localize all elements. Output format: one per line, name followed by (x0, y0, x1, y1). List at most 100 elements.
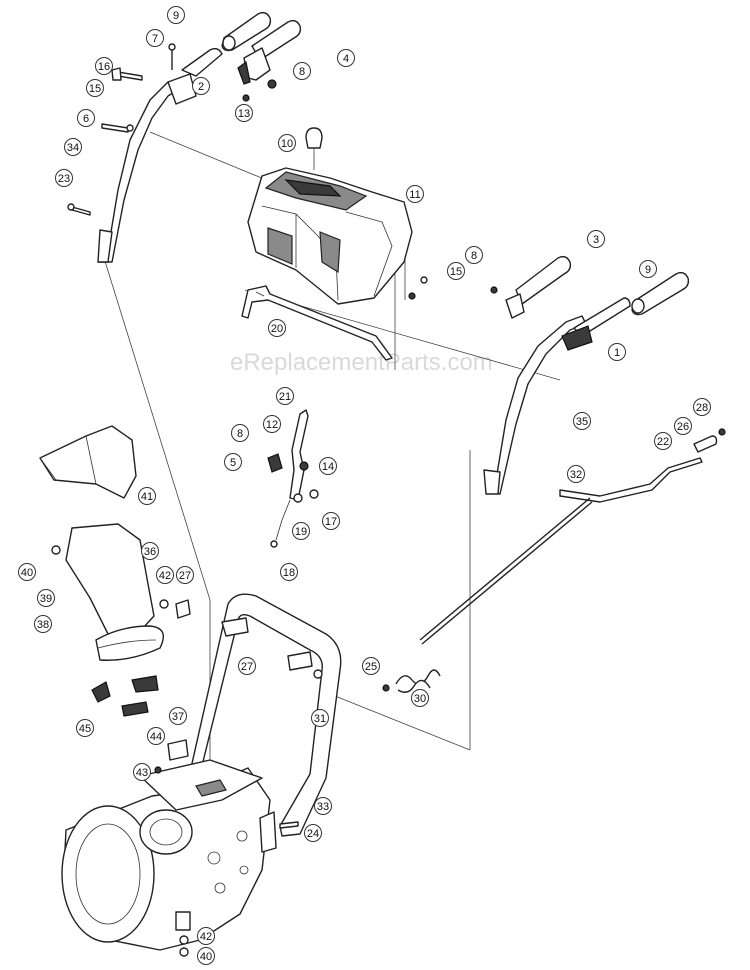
callout-8: 8 (231, 424, 249, 442)
callout-label: 2 (198, 81, 204, 93)
callout-label: 35 (576, 416, 588, 428)
callout-25: 25 (362, 657, 380, 675)
callout-circle (406, 185, 424, 203)
callout-18: 18 (280, 563, 298, 581)
callout-label: 27 (179, 570, 191, 582)
callout-label: 32 (570, 469, 582, 481)
callout-23: 23 (55, 169, 73, 187)
callout-circle (169, 707, 187, 725)
callout-circle (37, 589, 55, 607)
callout-circle (138, 487, 156, 505)
callout-6: 6 (77, 109, 95, 127)
callout-circle (76, 719, 94, 737)
frame-and-housing (61, 593, 342, 957)
callout-circle (268, 319, 286, 337)
callout-9: 9 (167, 6, 185, 24)
callout-34: 34 (64, 138, 82, 156)
callout-40: 40 (18, 563, 36, 581)
watermark-text: eReplacementParts.com (230, 349, 493, 376)
callout-8: 8 (465, 246, 483, 264)
callout-circle (314, 797, 332, 815)
shift-rod (241, 285, 393, 361)
callout-circle (587, 230, 605, 248)
callout-label: 4 (343, 53, 349, 65)
callout-19: 19 (292, 522, 310, 540)
callout-label: 3 (593, 234, 599, 246)
callout-label: 9 (645, 264, 651, 276)
callout-label: 42 (159, 570, 171, 582)
callout-circle (276, 387, 294, 405)
callout-39: 39 (37, 589, 55, 607)
callout-label: 43 (136, 767, 148, 779)
callout-4: 4 (337, 49, 355, 67)
callout-label: 41 (141, 491, 153, 503)
callout-label: 26 (677, 421, 689, 433)
callout-circle (608, 343, 626, 361)
callout-circle (573, 412, 591, 430)
callout-13: 13 (235, 104, 253, 122)
callout-label: 22 (657, 436, 669, 448)
callout-label: 19 (295, 526, 307, 538)
callout-35: 35 (573, 412, 591, 430)
callout-circle (319, 457, 337, 475)
callout-17: 17 (322, 512, 340, 530)
callout-14: 14 (319, 457, 337, 475)
callout-33: 33 (314, 797, 332, 815)
callout-label: 17 (325, 516, 337, 528)
callout-circle (77, 109, 95, 127)
callout-label: 30 (414, 693, 426, 705)
callout-circle (263, 415, 281, 433)
callout-2: 2 (192, 77, 210, 95)
callout-38: 38 (34, 615, 52, 633)
left-handle-assembly (67, 11, 302, 263)
callout-label: 15 (450, 266, 462, 278)
callout-30: 30 (411, 689, 429, 707)
callout-circle (411, 689, 429, 707)
callout-label: 8 (471, 250, 477, 262)
callout-label: 9 (173, 10, 179, 22)
callout-label: 8 (237, 428, 243, 440)
chute-crank-rod (382, 428, 726, 693)
callout-circle (86, 79, 104, 97)
callout-circle (231, 424, 249, 442)
callout-circle (292, 522, 310, 540)
dash-console (247, 127, 413, 305)
callout-circle (278, 134, 296, 152)
callout-circle (224, 453, 242, 471)
callout-circle (147, 727, 165, 745)
callout-circle (156, 566, 174, 584)
callout-label: 8 (299, 66, 305, 78)
callout-circle (192, 77, 210, 95)
callout-label: 18 (283, 567, 295, 579)
callout-15: 15 (447, 262, 465, 280)
callout-27: 27 (238, 657, 256, 675)
callout-circle (311, 709, 329, 727)
callout-circle (197, 947, 215, 965)
callout-label: 24 (307, 828, 319, 840)
callout-circle (447, 262, 465, 280)
callout-circle (146, 29, 164, 47)
callout-31: 31 (311, 709, 329, 727)
callout-42: 42 (156, 566, 174, 584)
callout-12: 12 (263, 415, 281, 433)
callout-circle (167, 6, 185, 24)
callout-8: 8 (293, 62, 311, 80)
callout-circle (95, 57, 113, 75)
callout-circle (141, 542, 159, 560)
callout-10: 10 (278, 134, 296, 152)
callout-circle (322, 512, 340, 530)
callout-label: 10 (281, 138, 293, 150)
callout-circle (235, 104, 253, 122)
callout-circle (238, 657, 256, 675)
callout-label: 14 (322, 461, 334, 473)
callout-label: 21 (279, 391, 291, 403)
callout-circle (293, 62, 311, 80)
callout-20: 20 (268, 319, 286, 337)
callout-24: 24 (304, 824, 322, 842)
callout-label: 45 (79, 723, 91, 735)
callout-circle (55, 169, 73, 187)
callout-40: 40 (197, 947, 215, 965)
callout-circle (465, 246, 483, 264)
